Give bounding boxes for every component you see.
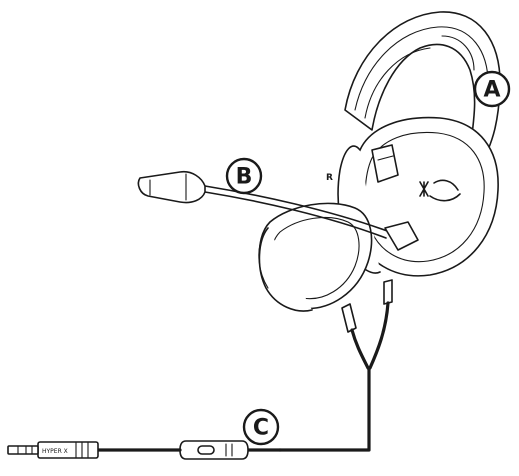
callout-b: B bbox=[225, 157, 263, 195]
audio-plug: HYPER X bbox=[7, 441, 99, 459]
callout-b-label: B bbox=[236, 165, 253, 190]
callout-a: A bbox=[473, 70, 511, 108]
headset-cables bbox=[278, 279, 393, 452]
callout-a-label: A bbox=[483, 78, 500, 103]
callout-c: C bbox=[242, 408, 280, 446]
side-marker-label: R bbox=[326, 173, 333, 183]
hyperx-logo-icon bbox=[419, 179, 461, 202]
inline-control bbox=[96, 440, 282, 460]
callout-c-label: C bbox=[253, 416, 269, 441]
microphone-boom bbox=[137, 170, 419, 251]
plug-brand-label: HYPER X bbox=[42, 448, 68, 455]
left-earcup bbox=[258, 202, 373, 312]
